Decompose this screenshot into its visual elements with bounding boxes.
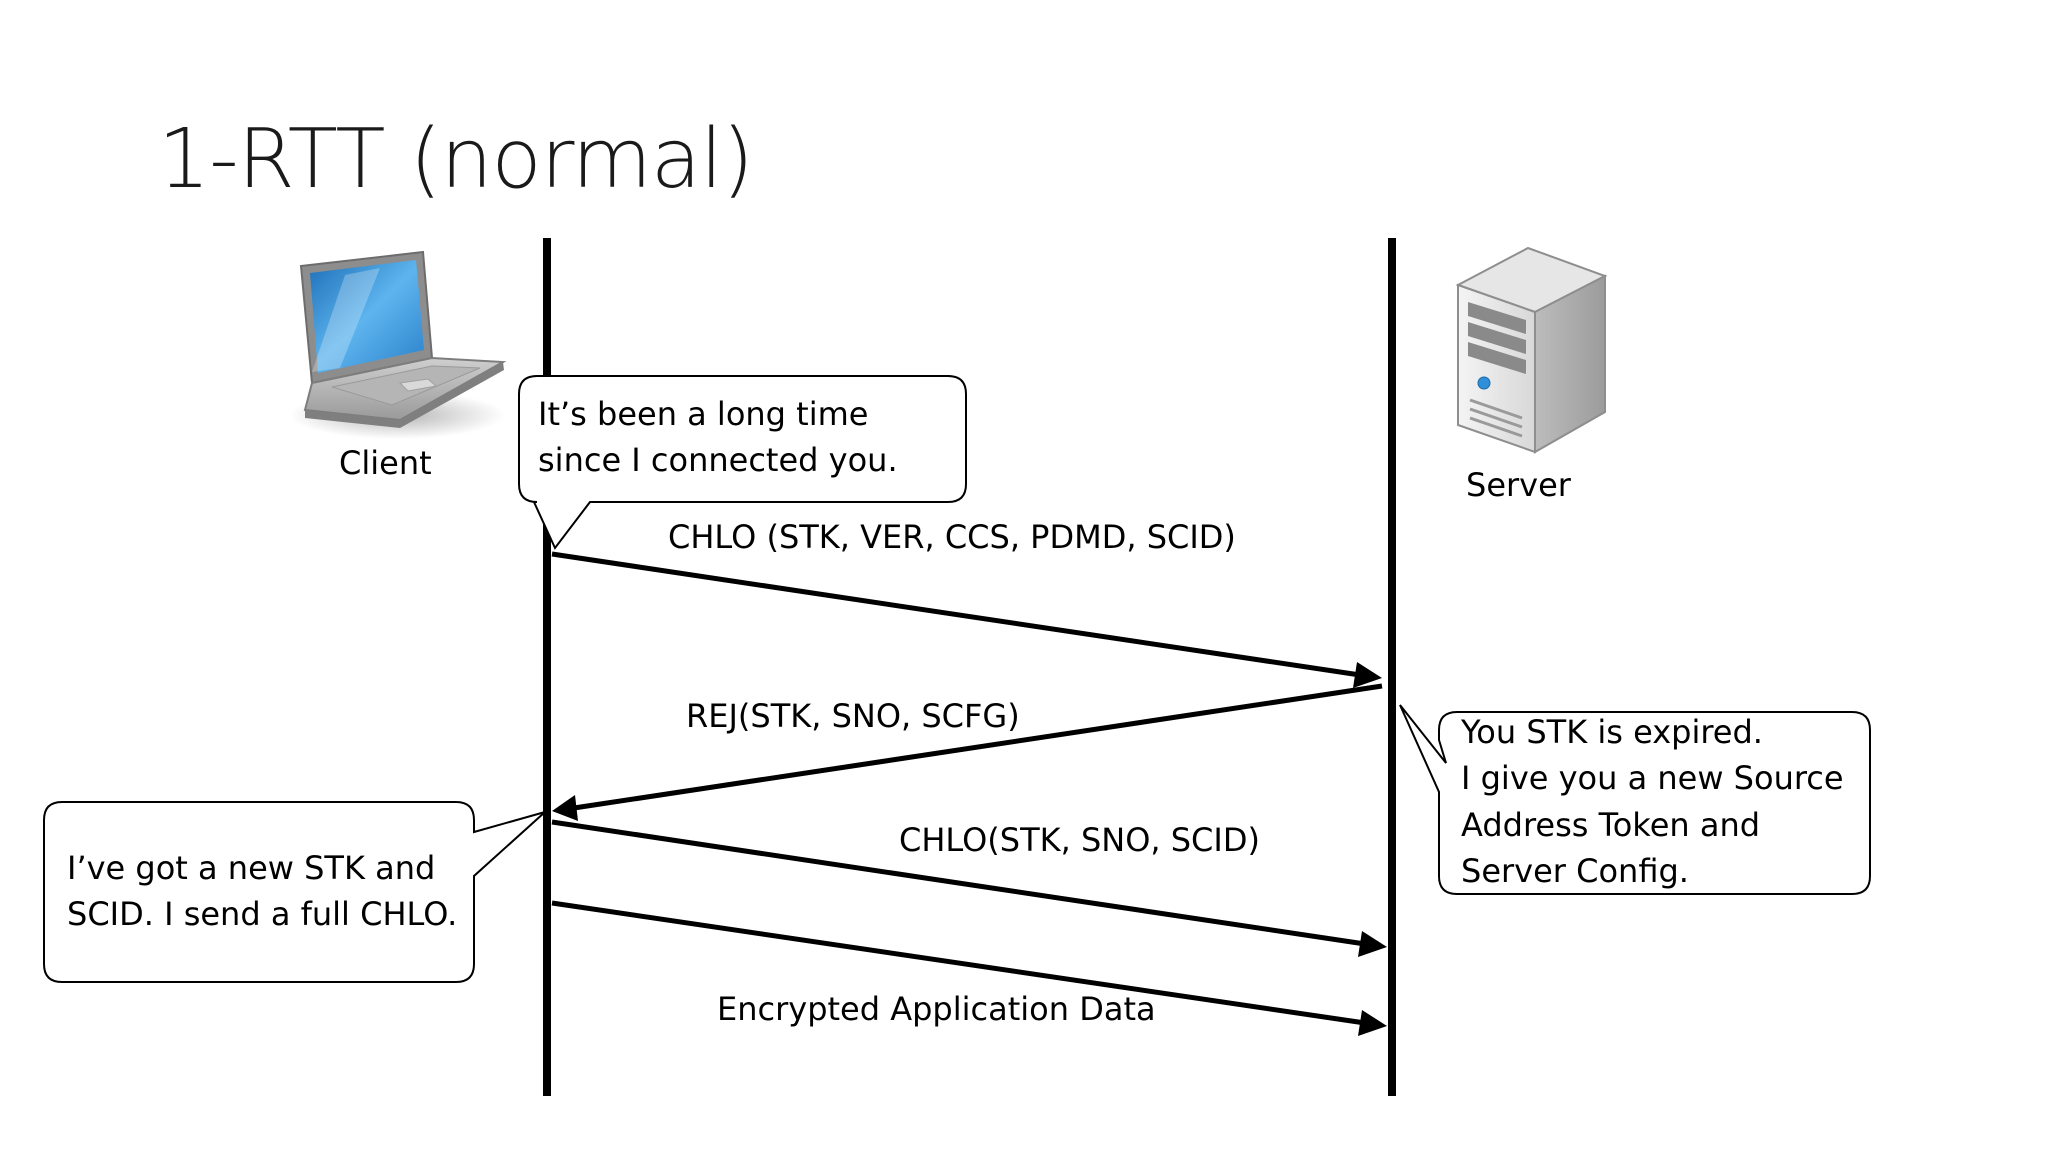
- message-arrow-1: [551, 551, 1382, 688]
- callout-client-first-line: since I connected you.: [538, 441, 898, 479]
- callout-client-first-line: It’s been a long time: [538, 395, 869, 433]
- message-label-3: CHLO(STK, SNO, SCID): [899, 821, 1260, 859]
- message-arrow-4: [551, 900, 1387, 1036]
- message-arrow-3: [551, 819, 1387, 957]
- message-label-1: CHLO (STK, VER, CCS, PDMD, SCID): [668, 518, 1236, 556]
- callout-client-second-line: SCID. I send a full CHLO.: [67, 895, 458, 933]
- callout-server-reply-line: I give you a new Source: [1461, 759, 1844, 797]
- callout-server-reply-line: Server Config.: [1461, 852, 1689, 890]
- server-label: Server: [1466, 466, 1571, 504]
- message-label-4: Encrypted Application Data: [717, 990, 1156, 1028]
- callout-server-reply-line: You STK is expired.: [1461, 713, 1763, 751]
- client-label: Client: [339, 444, 432, 482]
- callout-client-second: [43, 801, 546, 983]
- message-arrow-2: [552, 683, 1383, 821]
- callout-server-reply: [1399, 704, 1871, 895]
- server-tower-icon: [1455, 246, 1608, 454]
- callout-client-second-line: I’ve got a new STK and: [67, 849, 436, 887]
- callout-server-reply-line: Address Token and: [1461, 806, 1761, 844]
- callout-client-first: [518, 375, 967, 550]
- message-label-2: REJ(STK, SNO, SCFG): [686, 697, 1020, 735]
- slide-title: 1-RTT (normal): [158, 112, 754, 207]
- laptop-icon: [289, 250, 507, 439]
